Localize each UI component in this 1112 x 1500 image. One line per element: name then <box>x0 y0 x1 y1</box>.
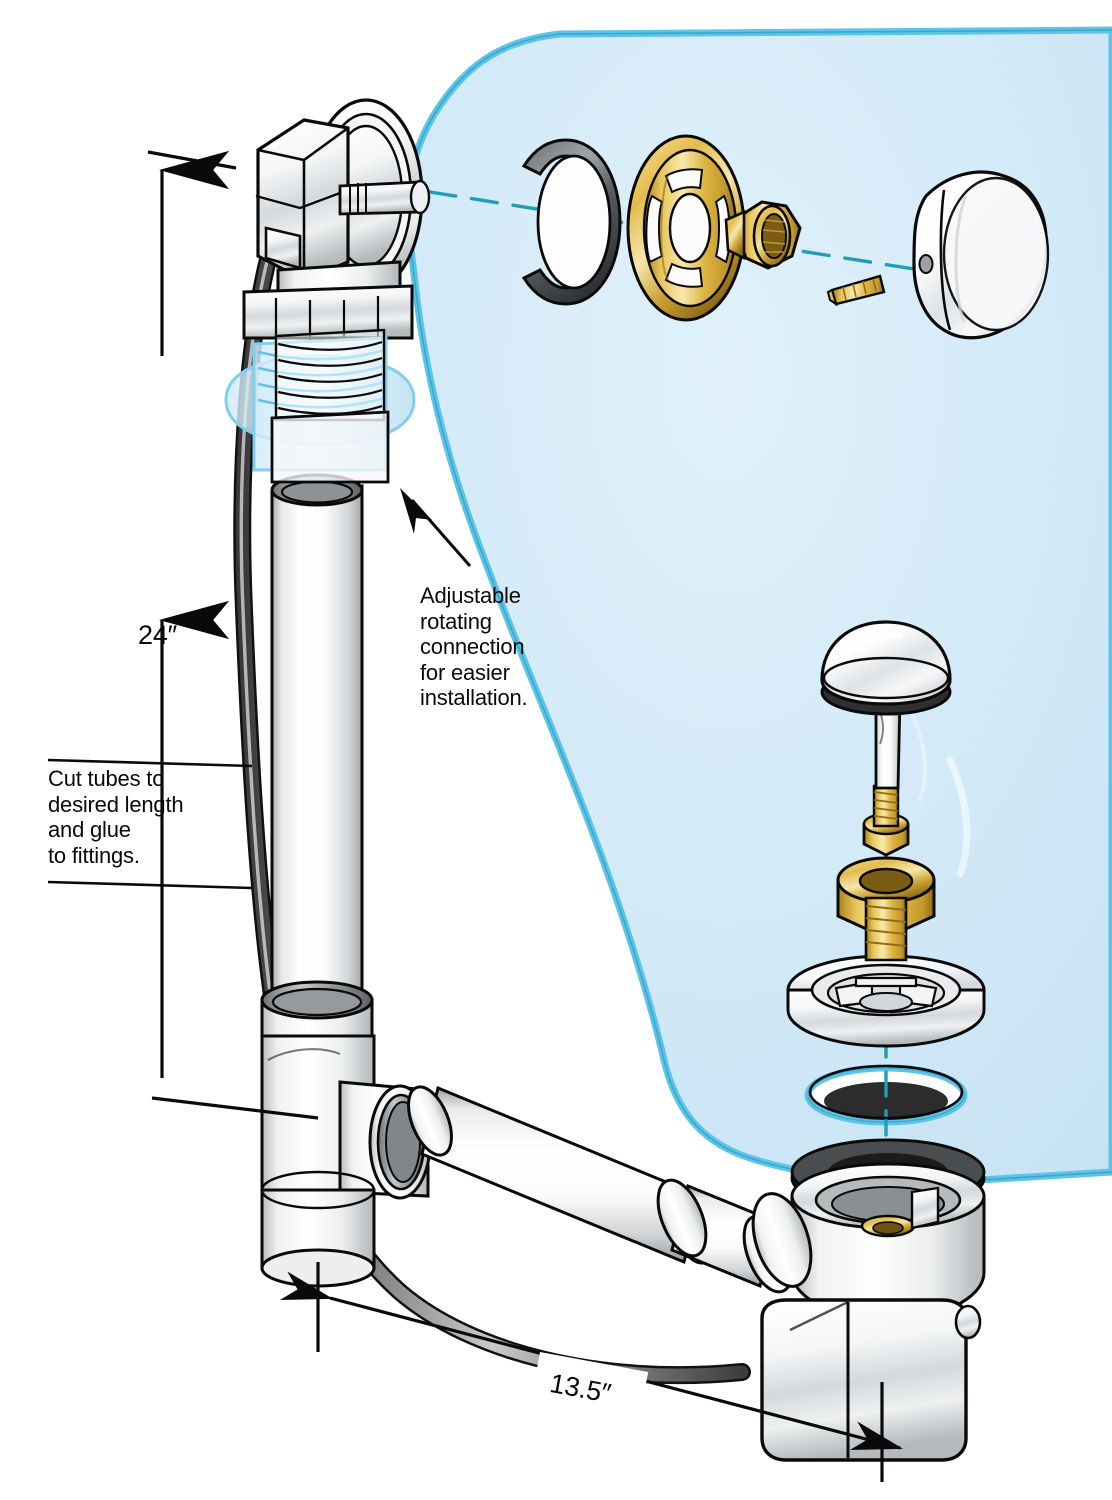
cut-tubes-note-label: Cut tubes to desired length and glue to … <box>48 766 184 868</box>
overflow-elbow-body <box>255 118 350 282</box>
adjustable-note-leader <box>400 488 472 567</box>
tee-fitting <box>260 980 432 1288</box>
cable-nipple <box>338 179 431 216</box>
chrome-control-knob <box>912 170 1050 340</box>
vertical-overflow-tube <box>270 473 364 1002</box>
brass-drain-fitting <box>836 856 936 962</box>
drain-shoe <box>751 1138 986 1462</box>
drain-rubber-gasket <box>808 1064 964 1120</box>
overflow-head-assembly <box>224 98 431 484</box>
retainer-clip-ring <box>521 138 622 306</box>
adjustable-rotating-coupling <box>224 328 416 484</box>
vertical-height-dimension-label: 24″ <box>138 620 177 650</box>
chrome-stopper-cap <box>820 620 952 706</box>
stopper-threaded-screw <box>872 784 900 828</box>
cable-actuator-block <box>760 1298 982 1462</box>
adjustable-connection-note-label: Adjustable rotating connection for easie… <box>420 583 528 710</box>
stopper-assembly <box>820 620 952 962</box>
brass-set-screw <box>826 274 886 307</box>
drain-flange-strainer <box>786 954 986 1120</box>
brass-hex-nut <box>724 200 802 270</box>
dimension-lines <box>47 150 904 1482</box>
brass-spoked-faceplate <box>626 134 746 322</box>
